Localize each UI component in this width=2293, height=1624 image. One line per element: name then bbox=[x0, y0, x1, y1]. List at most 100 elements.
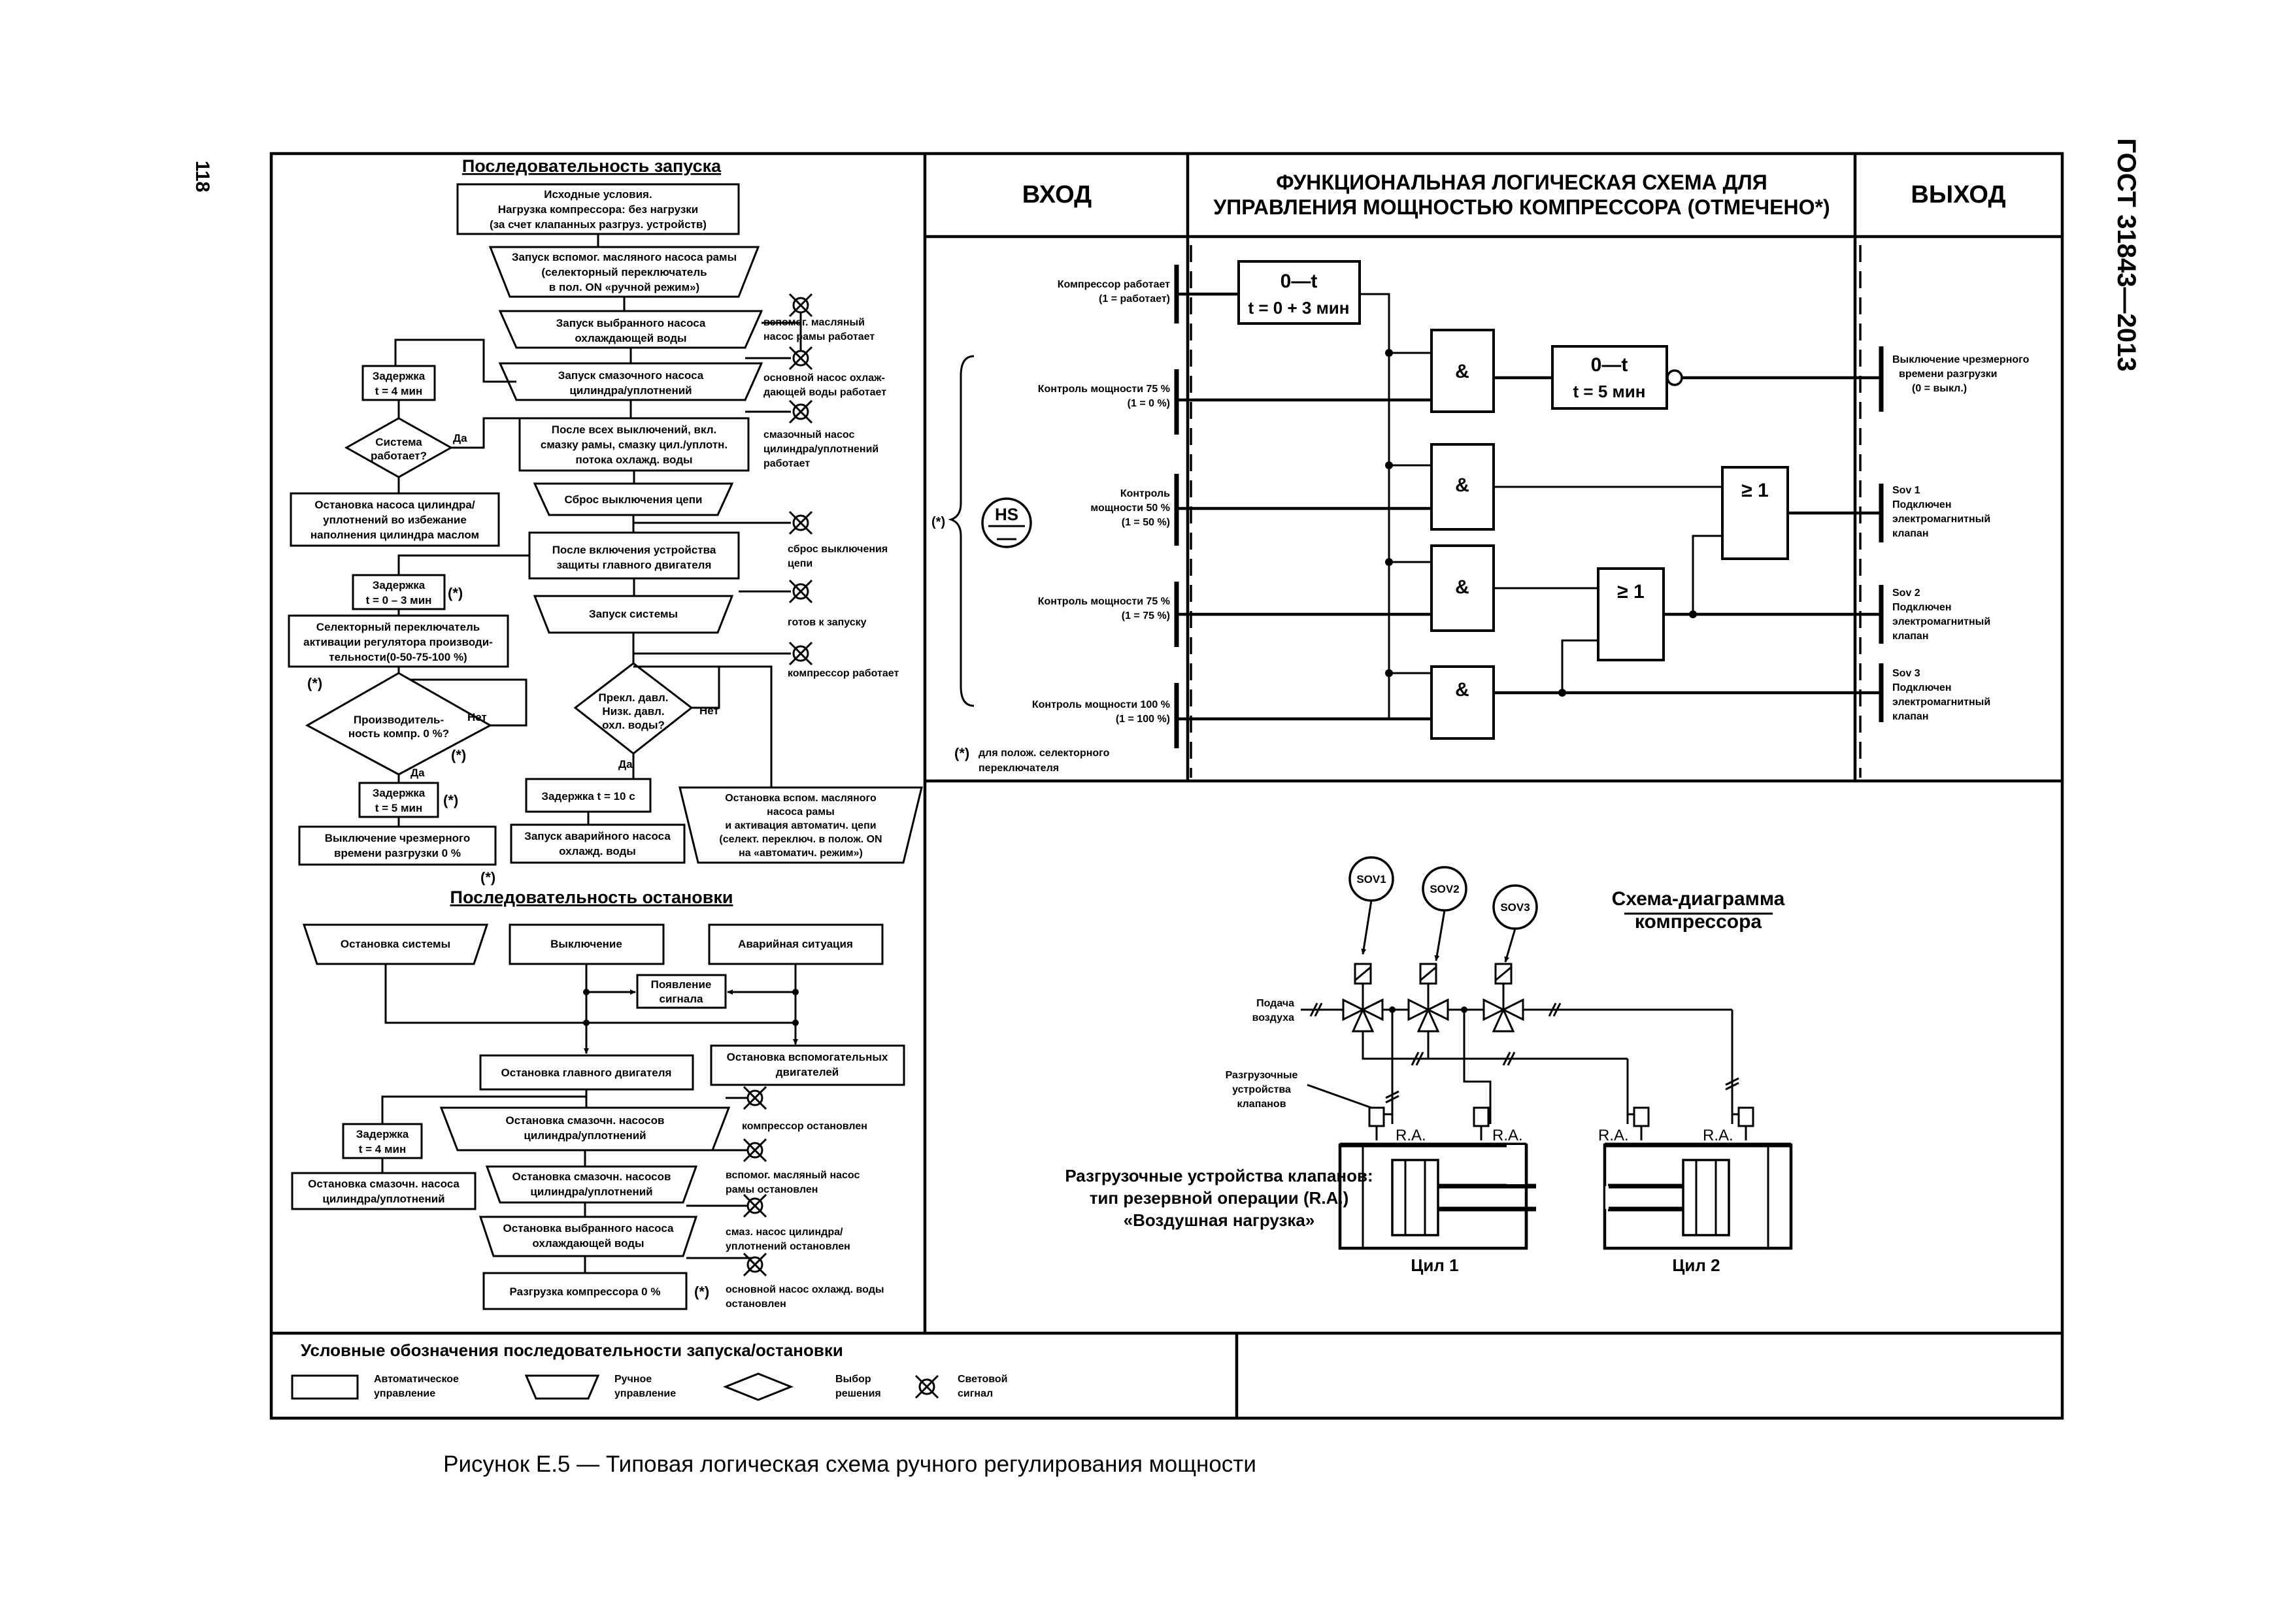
capacity-line-1: Производитель- bbox=[354, 714, 444, 726]
out3-line-4: клапан bbox=[1892, 631, 1929, 642]
delay-10s-box: Задержка t = 10 с bbox=[525, 778, 652, 813]
or2-label: ≥ 1 bbox=[1617, 581, 1644, 603]
sd-delay-line-1: Задержка bbox=[356, 1128, 409, 1140]
unload-star: (*) bbox=[694, 1284, 709, 1300]
system-running-line-2: работает? bbox=[371, 450, 427, 462]
excess-off-box: Выключение чрезмерного времени разгрузки… bbox=[298, 825, 497, 866]
out2-line-4: клапан bbox=[1892, 528, 1929, 539]
stop-system-manual: Остановка системы bbox=[302, 923, 489, 965]
out1-line-3: (0 = выкл.) bbox=[1912, 383, 1967, 394]
logic-title-1: ФУНКЦИОНАЛЬНАЯ ЛОГИЧЕСКАЯ СХЕМА ДЛЯ bbox=[1276, 171, 1767, 194]
stop-lube-pumps-manual: Остановка смазочн. насосов цилиндра/упло… bbox=[439, 1106, 731, 1152]
delay03-line-1: Задержка bbox=[373, 579, 426, 591]
stop-aux-oil-line-5: на «автоматич. режим») bbox=[739, 848, 863, 859]
sig-ready: готов к запуску bbox=[788, 617, 867, 628]
stop-system-label: Остановка системы bbox=[341, 938, 450, 950]
delay5-line-2: t = 5 мин bbox=[375, 802, 423, 814]
system-running-decision: Система работает? Да bbox=[344, 417, 467, 478]
initial-line-2: Нагрузка компрессора: без нагрузки bbox=[498, 203, 699, 216]
timer2-line-2: t = 5 мин bbox=[1573, 382, 1646, 401]
out2-line-2: Подключен bbox=[1892, 499, 1952, 510]
ra-label-3: R.A. bbox=[1598, 1127, 1629, 1144]
unloaders-line-1: Разгрузочные bbox=[1226, 1070, 1298, 1081]
delay-5min-box: Задержка t = 5 мин (*) bbox=[358, 782, 458, 818]
sig-cool-1: основной насос охлаж- bbox=[763, 373, 885, 384]
stop-cooling-manual: Остановка выбранного насоса охлаждающей … bbox=[478, 1216, 698, 1257]
low-pressure-decision: Прекл. давл. Низк. давл. охл. воды? Нет … bbox=[573, 662, 719, 771]
legend-auto-1: Автоматическое bbox=[374, 1374, 459, 1385]
unload-label: Разгрузка компрессора 0 % bbox=[510, 1285, 661, 1298]
desc-line-2: тип резервной операции (R.A.) bbox=[1090, 1188, 1349, 1208]
excess-off-line-2: времени разгрузки 0 % bbox=[334, 847, 461, 859]
ra-label-4: R.A. bbox=[1703, 1127, 1733, 1144]
desc-line-3: «Воздушная нагрузка» bbox=[1124, 1210, 1315, 1230]
or-gate-1: ≥ 1 bbox=[1721, 466, 1789, 560]
frame bbox=[269, 152, 2064, 1420]
sov2-label: SOV2 bbox=[1430, 883, 1459, 895]
stop-aux-line-2: двигателей bbox=[776, 1066, 839, 1078]
hs-star: (*) bbox=[931, 515, 945, 529]
timer-1: 0—t t = 0 + 3 мин bbox=[1237, 260, 1361, 325]
legend-manual-1: Ручное bbox=[614, 1374, 652, 1385]
sig-cool-stopped-2: остановлен bbox=[726, 1299, 786, 1310]
or1-label: ≥ 1 bbox=[1741, 480, 1768, 501]
stop-aux-line-1: Остановка вспомогательных bbox=[727, 1051, 888, 1063]
stop-aux-oil-line-2: насоса рамы bbox=[767, 806, 835, 818]
low-pressure-line-3: охл. воды? bbox=[602, 719, 665, 731]
and-gate-1: & bbox=[1430, 329, 1495, 413]
sov3-label: SOV3 bbox=[1500, 901, 1530, 914]
delay4-line-2: t = 4 мин bbox=[375, 385, 423, 397]
selector-line-1: Селекторный переключатель bbox=[316, 621, 480, 633]
system-running-yes: Да bbox=[453, 432, 467, 444]
out4-line-1: Sov 3 bbox=[1892, 668, 1920, 679]
out2-line-1: Sov 1 bbox=[1892, 485, 1920, 496]
legend-title: Условные обозначения последовательности … bbox=[301, 1340, 843, 1360]
out4-line-2: Подключен bbox=[1892, 682, 1952, 693]
logic-title-2: УПРАВЛЕНИЯ МОЩНОСТЬЮ КОМПРЕССОРА (ОТМЕЧЕ… bbox=[1213, 195, 1830, 219]
out4-line-4: клапан bbox=[1892, 711, 1929, 722]
input-header: ВХОД bbox=[1022, 181, 1092, 208]
page-number: 118 bbox=[192, 161, 213, 192]
note-star: (*) bbox=[954, 745, 969, 761]
sig-lube-2: цилиндра/уплотнений bbox=[763, 444, 879, 455]
system-running-line-1: Система bbox=[375, 436, 422, 448]
out1-line-2: времени разгрузки bbox=[1899, 369, 1998, 380]
legend-decision-symbol bbox=[722, 1372, 794, 1401]
low-pressure-yes: Да bbox=[618, 758, 633, 771]
hand-switch-icon bbox=[981, 497, 1032, 548]
sig-cool-2: дающей воды работает bbox=[763, 387, 886, 398]
alarm-line-1: Появление bbox=[651, 978, 712, 991]
shutdown-signal-lamps: компрессор остановлен вспомог. масляный … bbox=[686, 1085, 884, 1310]
stop-lube-box: Остановка насоса цилиндра/ уплотнений во… bbox=[290, 492, 500, 547]
sig-lube-3: работает bbox=[763, 458, 810, 469]
note-line-2: переключателя bbox=[979, 763, 1059, 774]
start-system-label: Запуск системы bbox=[589, 608, 678, 620]
aux-oil-line-2: (селекторный переключатель bbox=[541, 266, 707, 278]
emergency-box: Аварийная ситуация bbox=[708, 923, 884, 965]
cylinder-1 bbox=[1338, 1142, 1536, 1250]
stop-lube-pumps2-line-1: Остановка смазочн. насосов bbox=[512, 1170, 671, 1183]
alarm-box: Появление сигнала bbox=[636, 974, 727, 1009]
sig-cool-stopped-1: основной насос охлажд. воды bbox=[726, 1284, 884, 1295]
signal-lamp-icon bbox=[788, 346, 813, 371]
cooling-pump-line-1: Запуск выбранного насоса bbox=[556, 317, 706, 329]
capacity-yes: Да bbox=[410, 767, 425, 779]
aux-oil-line-1: Запуск вспомог. масляного насоса рамы bbox=[512, 251, 737, 263]
selector-line-2: активации регулятора производи- bbox=[303, 636, 493, 648]
selector-box: Селекторный переключатель активации регу… bbox=[288, 614, 509, 668]
sig-lube-stopped-2: уплотнений остановлен bbox=[726, 1241, 850, 1252]
sig-aux-stopped-1: вспомог. масляный насос bbox=[726, 1170, 860, 1181]
initial-line-3: (за счет клапанных разгруз. устройств) bbox=[490, 218, 707, 231]
unload-box: Разгрузка компрессора 0 % (*) bbox=[482, 1272, 709, 1310]
legend-manual-symbol bbox=[524, 1374, 600, 1400]
timer1-line-2: t = 0 + 3 мин bbox=[1248, 298, 1350, 318]
sov1-label: SOV1 bbox=[1356, 873, 1386, 886]
stop-lube-pump-line-1: Остановка смазочн. насоса bbox=[308, 1178, 460, 1190]
in3-line-2: мощности 50 % bbox=[1090, 503, 1170, 514]
low-pressure-line-1: Прекл. давл. bbox=[598, 691, 668, 704]
delay5-line-1: Задержка bbox=[373, 787, 426, 799]
and-gate-4: & bbox=[1430, 665, 1495, 740]
stop-lube-pumps-line-2: цилиндра/уплотнений bbox=[524, 1129, 646, 1142]
in1-line-2: (1 = работает) bbox=[1099, 293, 1170, 305]
stop-lube-line-2: уплотнений во избежание bbox=[323, 514, 467, 526]
